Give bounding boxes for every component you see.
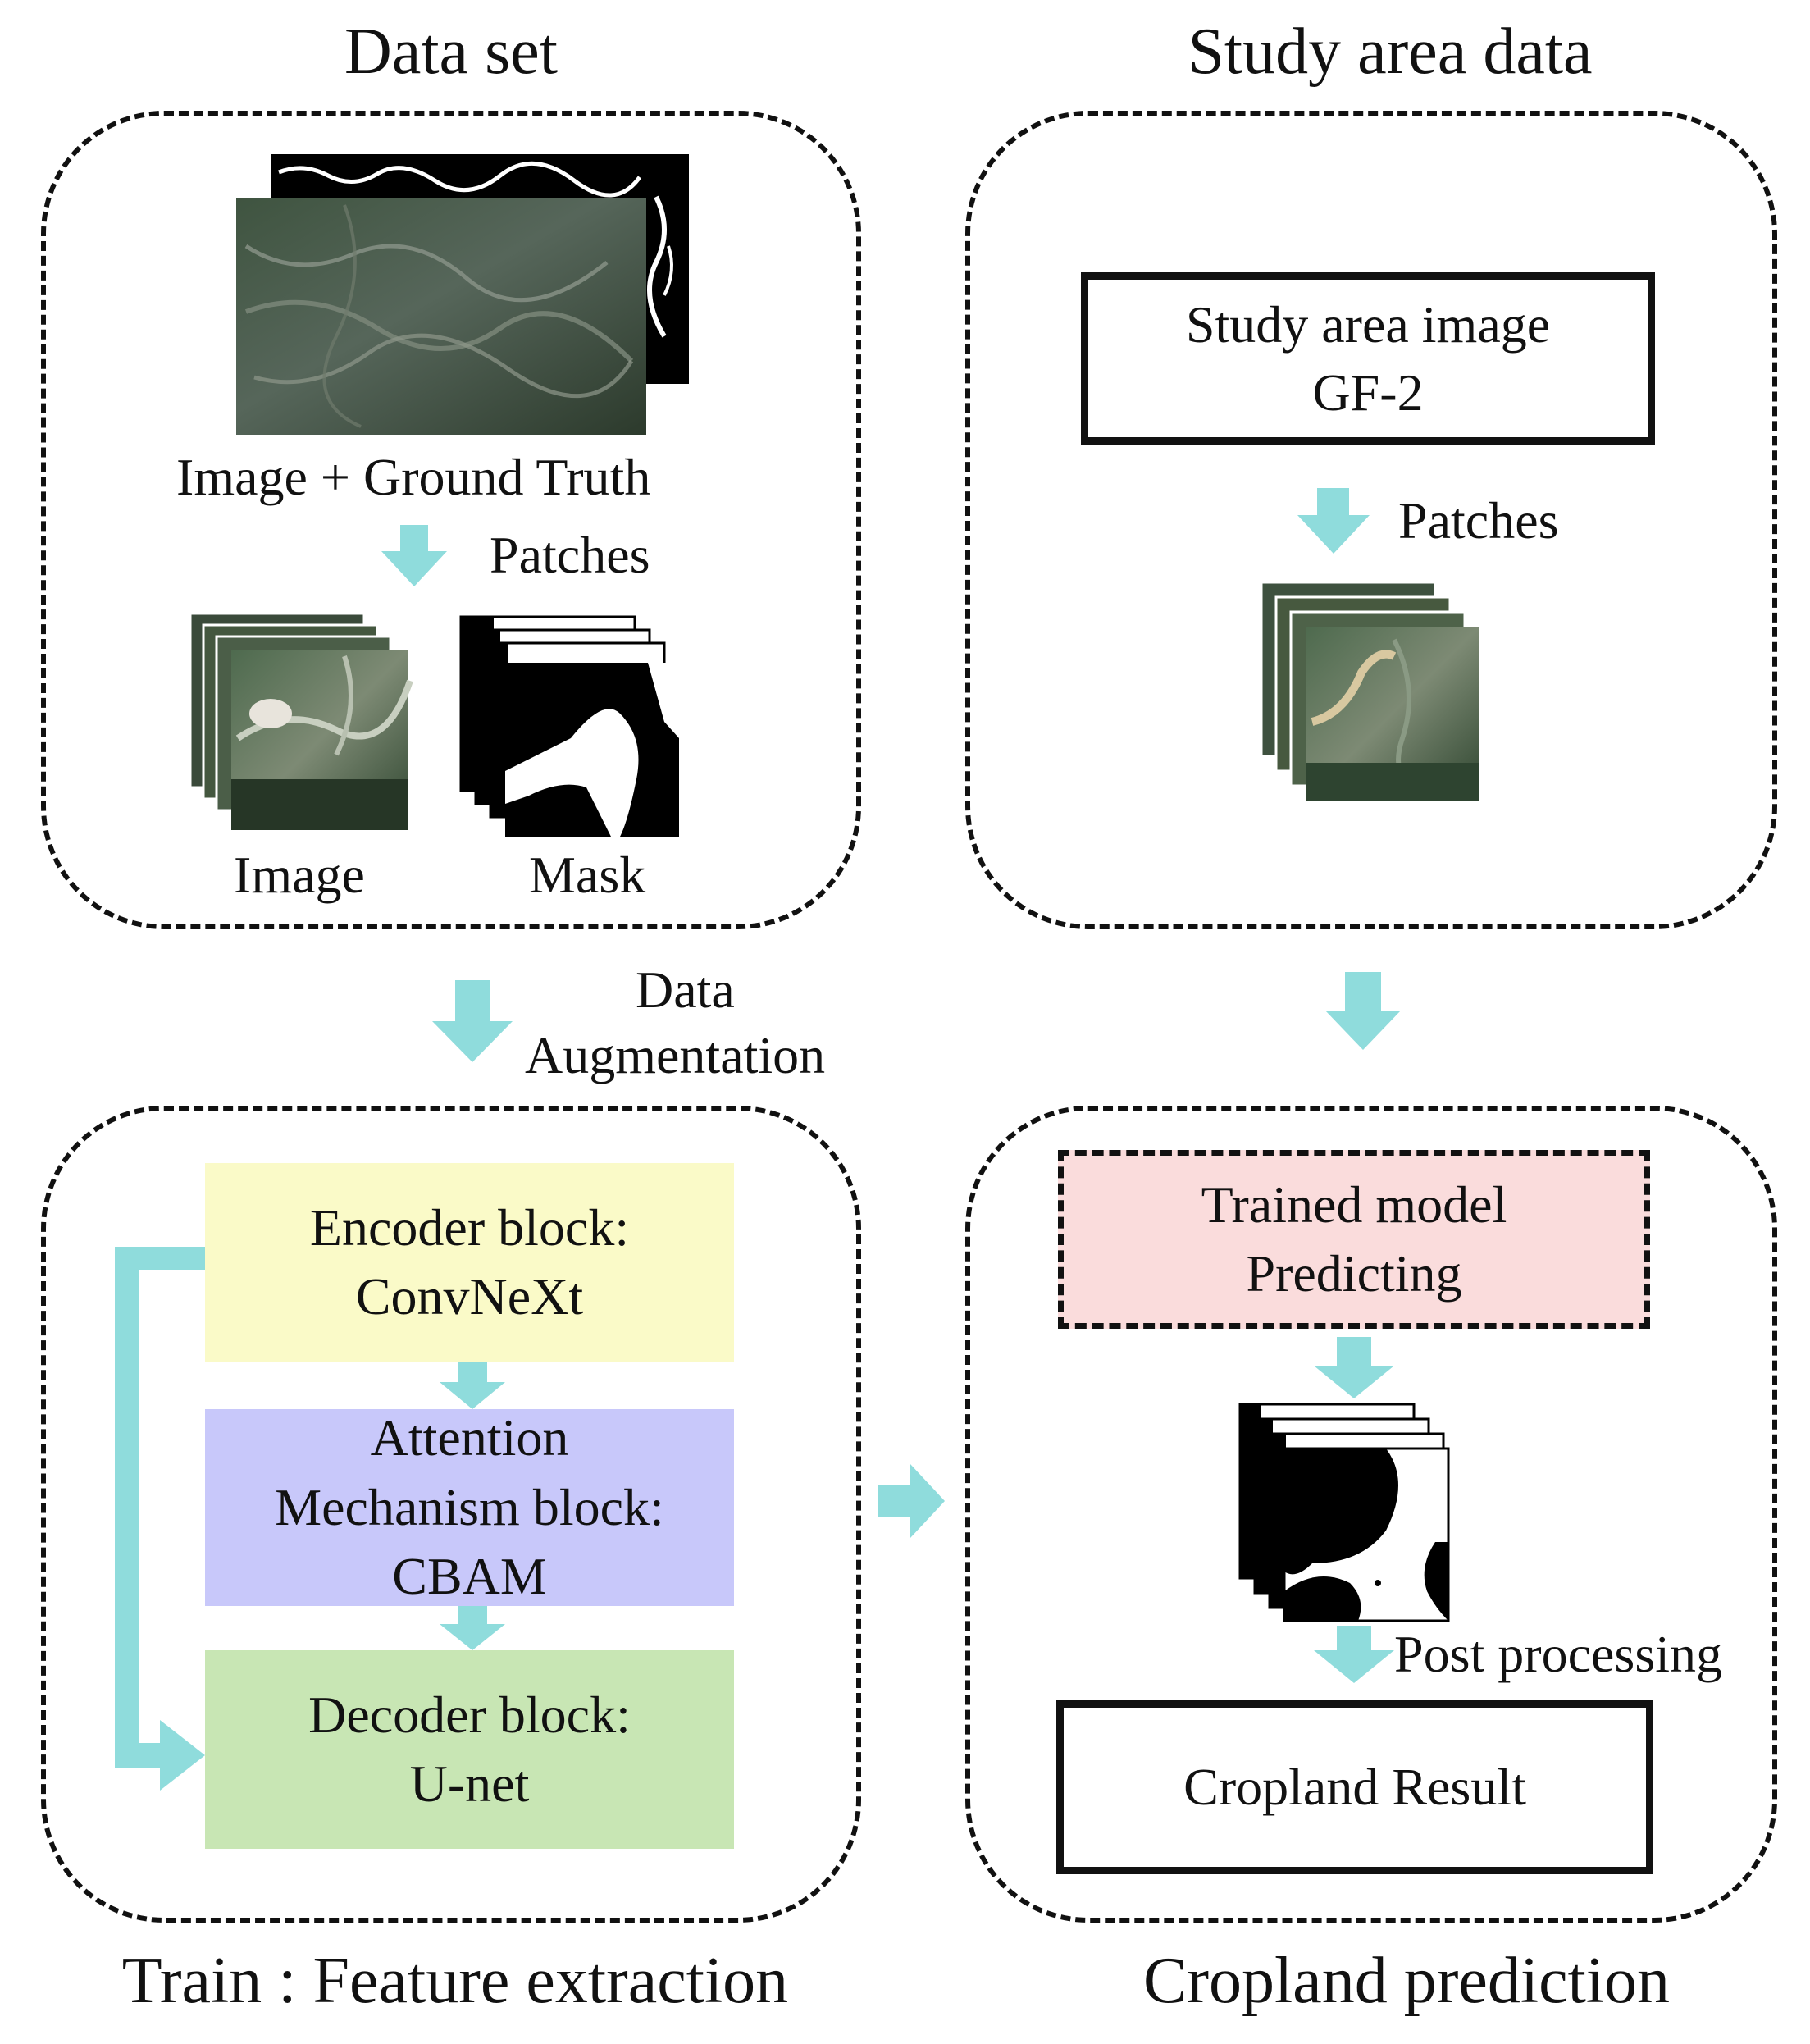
train-panel bbox=[41, 1106, 861, 1923]
post-processing-label: Post processing bbox=[1394, 1625, 1722, 1683]
study-area-title: Study area data bbox=[1188, 16, 1593, 88]
prediction-mask-stack bbox=[1238, 1403, 1450, 1622]
mask-patches-stack bbox=[459, 615, 679, 837]
dataset-panel bbox=[41, 111, 861, 929]
study-area-patches-stack bbox=[1260, 581, 1479, 801]
decoder-label: Decoder block: bbox=[308, 1685, 631, 1744]
arrow-down-study-patches bbox=[1297, 488, 1370, 554]
augmentation-label-line1: Data bbox=[636, 960, 735, 1019]
cropland-result-label: Cropland Result bbox=[1183, 1758, 1526, 1817]
study-area-image-label: Study area image bbox=[1185, 294, 1551, 354]
arrow-attention-to-decoder bbox=[440, 1604, 505, 1650]
attention-block: Attention Mechanism block: CBAM bbox=[205, 1408, 734, 1606]
image-ground-truth-label: Image + Ground Truth bbox=[176, 448, 651, 506]
encoder-label: Encoder block: bbox=[309, 1198, 630, 1257]
augmentation-label-line2: Augmentation bbox=[525, 1026, 826, 1084]
arrow-down-patches bbox=[381, 525, 447, 586]
gf2-label: GF-2 bbox=[1312, 363, 1424, 422]
encoder-block: Encoder block: ConvNeXt bbox=[205, 1163, 734, 1362]
arrow-down-study-to-prediction bbox=[1325, 972, 1401, 1050]
attention-name: CBAM bbox=[392, 1547, 547, 1606]
prediction-title: Cropland prediction bbox=[1142, 1945, 1671, 2017]
attention-label-line1: Attention bbox=[370, 1408, 569, 1467]
train-title: Train : Feature extraction bbox=[121, 1945, 789, 2017]
mask-label: Mask bbox=[529, 846, 646, 904]
study-area-panel bbox=[965, 111, 1777, 929]
arrow-model-to-masks bbox=[1314, 1337, 1394, 1398]
skip-connection-arrow bbox=[115, 1247, 205, 1791]
attention-label-line2: Mechanism block: bbox=[275, 1477, 664, 1536]
arrow-train-to-prediction bbox=[878, 1464, 945, 1538]
dataset-patches-label: Patches bbox=[490, 526, 650, 584]
predicting-label: Predicting bbox=[1246, 1244, 1462, 1303]
trained-model-box: Trained model Predicting bbox=[1058, 1150, 1650, 1329]
satellite-scene-image bbox=[236, 198, 646, 435]
arrow-down-augmentation bbox=[432, 980, 513, 1062]
arrow-post-processing bbox=[1314, 1626, 1394, 1683]
cropland-result-box: Cropland Result bbox=[1056, 1700, 1653, 1874]
decoder-block: Decoder block: U-net bbox=[205, 1650, 734, 1849]
study-patches-label: Patches bbox=[1398, 491, 1559, 550]
study-area-image-box: Study area image GF-2 bbox=[1081, 272, 1655, 445]
image-label: Image bbox=[234, 846, 365, 904]
image-patches-stack bbox=[189, 612, 413, 830]
prediction-panel bbox=[965, 1106, 1777, 1923]
arrow-encoder-to-attention bbox=[440, 1362, 505, 1409]
decoder-name: U-net bbox=[409, 1754, 530, 1813]
flow-arrows bbox=[115, 488, 1401, 1791]
dataset-title: Data set bbox=[344, 16, 558, 88]
encoder-name: ConvNeXt bbox=[355, 1267, 584, 1325]
trained-model-label: Trained model bbox=[1201, 1175, 1507, 1234]
